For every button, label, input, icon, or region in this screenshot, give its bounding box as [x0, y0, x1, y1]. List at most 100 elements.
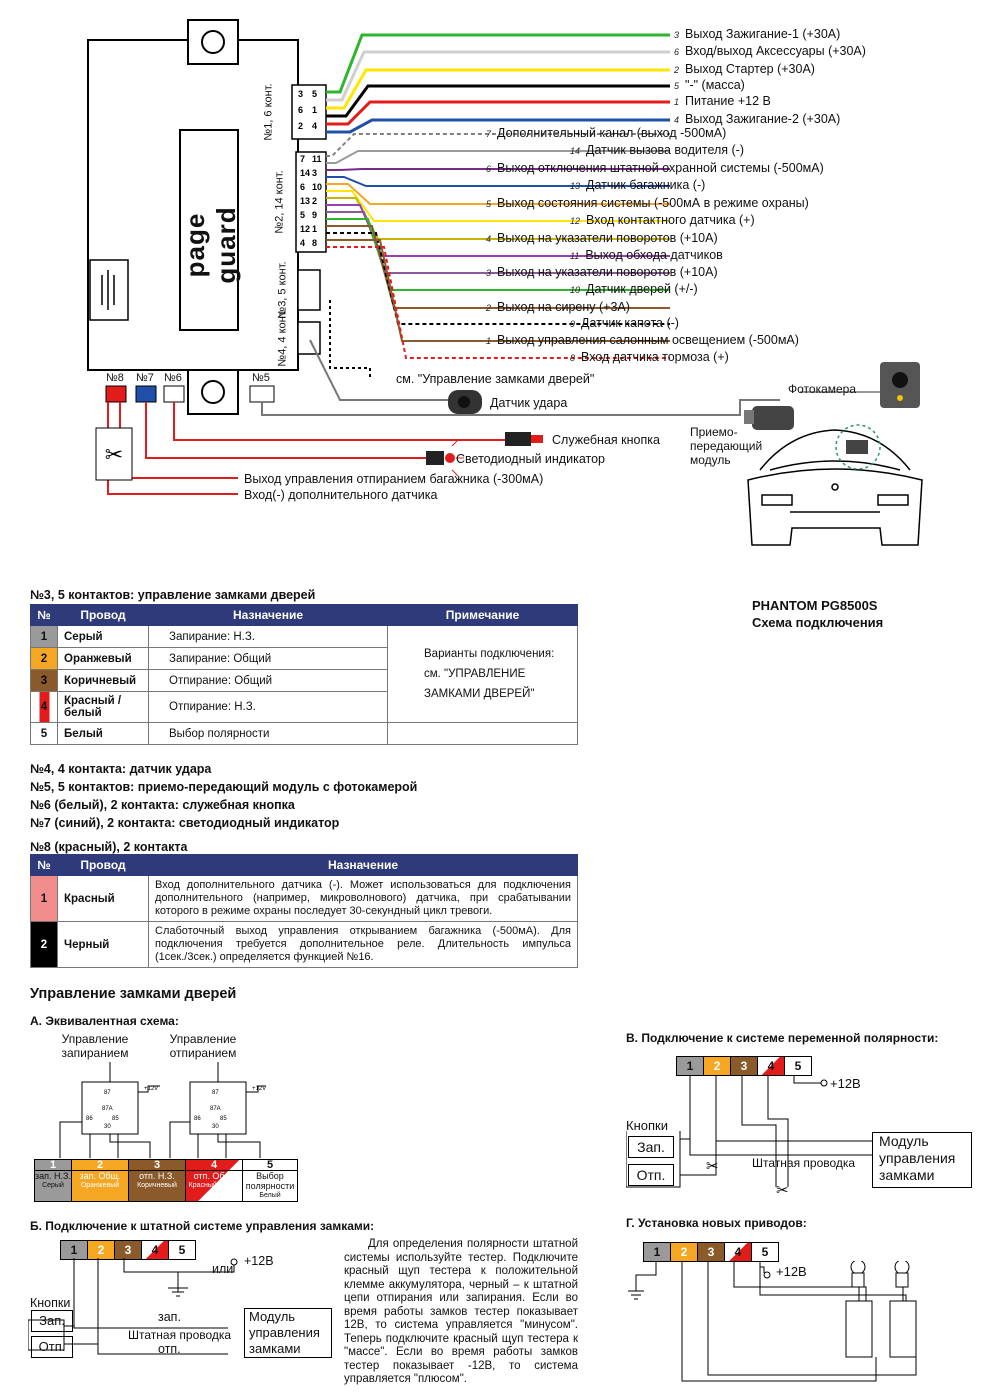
- wire-8: [326, 150, 670, 164]
- wire-9: [326, 168, 670, 171]
- wire-label-6: 4 Выход Зажигание-2 (+30А): [674, 112, 840, 126]
- a-cell-5-num: 5: [243, 1160, 297, 1171]
- relay2-pin-86: 86: [194, 1116, 201, 1122]
- t1-r4-wire: Красный /белый: [57, 691, 149, 723]
- wire-pin-4: 5: [674, 81, 680, 91]
- c2pins-pin-12: 12: [300, 224, 310, 234]
- wire-pin-7: 7: [486, 129, 492, 139]
- c1pins-pin-1: 1: [312, 105, 317, 115]
- b-unlock-button[interactable]: Отп.: [31, 1336, 73, 1358]
- wire-11: [326, 183, 670, 205]
- c1pins-pin-2: 2: [298, 121, 303, 131]
- v-unlock-button[interactable]: Отп.: [628, 1164, 674, 1186]
- a-cell-1-num: 1: [35, 1160, 71, 1171]
- conn6-label: №6: [164, 372, 182, 384]
- wire-text-1: Выход Зажигание-1 (+30А): [685, 27, 841, 41]
- camera-icon: [880, 362, 920, 408]
- v-pin-2: 2: [704, 1057, 731, 1075]
- c2pins-pin-13: 13: [300, 196, 310, 206]
- wire-pin-17: 2: [486, 303, 492, 313]
- doors-title: Управление замками дверей: [30, 986, 237, 1002]
- a-connector-strip: 1 зап. Н.З. Серый 2 зап. Общ. Оранжевый …: [34, 1159, 298, 1202]
- t1-r1-wire: Серый: [57, 625, 149, 648]
- wire-12: [326, 190, 670, 222]
- wire-text-20: Вход датчика тормоза (+): [581, 350, 729, 364]
- connector-5: [249, 385, 275, 403]
- relay1-pin-86: 86: [86, 1116, 93, 1122]
- wire-pin-13: 4: [486, 234, 492, 244]
- t1-r4-purpose: Отпирание: Н.З.: [148, 691, 388, 723]
- line-conn6: №6 (белый), 2 контакта: служебная кнопка: [30, 798, 295, 812]
- b-pin-5: 5: [169, 1241, 195, 1259]
- wire-10: [326, 176, 670, 187]
- brand-plate: [179, 129, 239, 331]
- wire-text-2: Вход/выход Аксессуары (+30А): [685, 44, 866, 58]
- b-pin-4: 4: [142, 1241, 169, 1259]
- wire-pin-8: 14: [570, 146, 581, 156]
- conn5-label: №5: [252, 372, 270, 384]
- wire-17: [326, 225, 670, 309]
- svg-text:✂: ✂: [706, 1157, 719, 1175]
- wire-text-5: Питание +12 В: [685, 94, 771, 108]
- line-conn7: №7 (синий), 2 контакта: светодиодный инд…: [30, 816, 340, 830]
- v-lock-button[interactable]: Зап.: [628, 1136, 674, 1158]
- b-pin-1: 1: [61, 1241, 88, 1259]
- relay2-pin-87A: 87A: [210, 1106, 221, 1112]
- a-cell-4-sub: Красный/белый: [188, 1182, 240, 1189]
- b-lock-button[interactable]: Зап.: [31, 1310, 73, 1332]
- wire-pin-11: 5: [486, 199, 492, 209]
- t2-h-wire: Провод: [57, 854, 149, 876]
- b-module: Модуль управления замками: [244, 1308, 332, 1358]
- t1-r4-num: 4: [30, 691, 58, 723]
- led-label: Светодиодный индикатор: [456, 452, 605, 466]
- t1-h-wire: Провод: [57, 604, 149, 626]
- wire-text-6: Выход Зажигание-2 (+30А): [685, 112, 841, 126]
- t2-r1-purpose: Вход дополнительного датчика (-). Может …: [148, 875, 578, 922]
- relay1-pin-87: 87: [104, 1090, 111, 1096]
- c1pins-pin-6: 6: [298, 105, 303, 115]
- doors-ref-label: см. "Управление замками дверей": [396, 372, 595, 386]
- c2pins-pin-7: 7: [300, 154, 305, 164]
- relay1-pin-85: 85: [112, 1116, 119, 1122]
- wire-text-10: Датчик багажника (-): [586, 178, 706, 192]
- wire-7: [326, 133, 670, 157]
- v-schematic: ✂ ✂: [626, 1075, 872, 1199]
- wire-pin-6: 4: [674, 115, 680, 125]
- b-unlock-small: отп.: [158, 1342, 181, 1356]
- car-icon: [747, 424, 923, 546]
- connector-6: [163, 385, 185, 403]
- a-title: А. Эквивалентная схема:: [30, 1014, 179, 1028]
- a-cell-5-text: Выбор полярности: [245, 1171, 295, 1191]
- table2-title: №8 (красный), 2 контакта: [30, 840, 188, 854]
- wire-19: [326, 239, 670, 342]
- wire-text-12: Вход контактного датчика (+): [586, 213, 755, 227]
- wire-4: [326, 84, 670, 118]
- product-model: PHANTOM PG8500S: [752, 598, 878, 613]
- t1-r3-num: 3: [30, 669, 58, 692]
- c2pins-pin-8: 8: [312, 238, 317, 248]
- a-cell-3-num: 3: [129, 1160, 185, 1171]
- product-subtitle: Схема подключения: [752, 615, 884, 630]
- t1-r1-num: 1: [30, 625, 58, 648]
- side-connector: [89, 259, 129, 321]
- table2: № Провод Назначение 1 Красный Вход допол…: [30, 854, 578, 968]
- t2-h-purpose: Назначение: [148, 854, 578, 876]
- t2-r2-purpose: Слаботочный выход управления открыванием…: [148, 921, 578, 968]
- t1-r2-num: 2: [30, 647, 58, 670]
- v-pin-1: 1: [677, 1057, 704, 1075]
- b-plus12: +12В: [244, 1254, 274, 1268]
- table1-title: №3, 5 контактов: управление замками двер…: [30, 588, 316, 602]
- wire-pin-9: 6: [486, 164, 492, 174]
- t2-r1-wire: Красный: [57, 875, 149, 922]
- t2-h-num: №: [30, 854, 58, 876]
- trunk-output-label: Выход управления отпиранием багажника (-…: [244, 472, 544, 486]
